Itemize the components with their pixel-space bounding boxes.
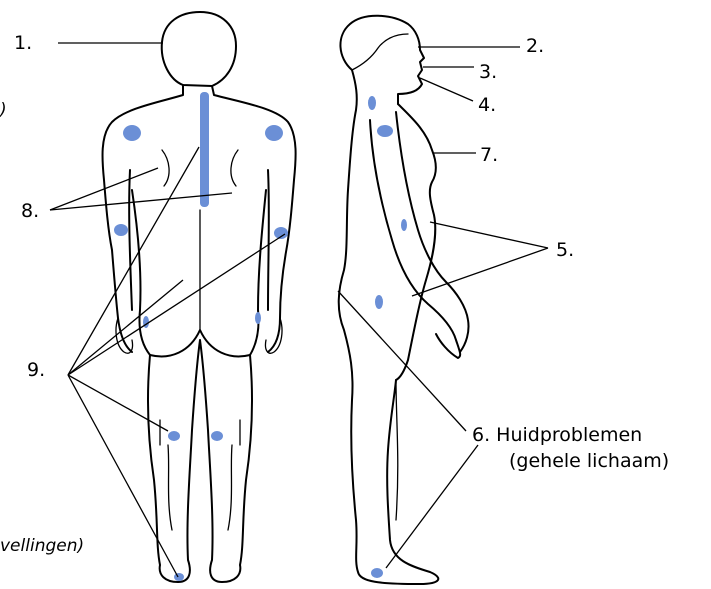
label-2: 2.	[526, 37, 544, 56]
back-legs	[148, 340, 252, 582]
label-6-line2: (gehele lichaam)	[509, 452, 669, 471]
back-shoulder-right-marker	[265, 125, 283, 141]
label-9: 9.	[27, 361, 45, 380]
back-knee-right-marker	[211, 431, 223, 441]
back-head	[162, 12, 236, 86]
cropped-text-bottom: vellingen)	[0, 538, 84, 555]
label-6-line1: 6. Huidproblemen	[472, 426, 642, 445]
back-shoulder-left-marker	[123, 125, 141, 141]
back-elbow-left-marker	[114, 224, 128, 236]
side-elbow-marker	[401, 219, 407, 231]
label-5: 5.	[556, 241, 574, 260]
label-4: 4.	[478, 96, 496, 115]
side-body-outline	[339, 70, 439, 584]
side-view-figure	[339, 16, 469, 584]
back-knee-left-marker	[168, 431, 180, 441]
label-3: 3.	[479, 63, 497, 82]
leader-lines	[50, 43, 548, 577]
side-head	[340, 16, 424, 104]
label-7: 7.	[480, 146, 498, 165]
back-heel-marker	[174, 573, 184, 581]
side-shoulder-marker	[377, 125, 393, 137]
label-8: 8.	[21, 202, 39, 221]
label-1: 1.	[14, 34, 32, 53]
spine-marker	[200, 92, 209, 207]
side-neck-marker	[368, 96, 376, 110]
back-wrist-right-marker	[255, 312, 261, 324]
back-view-figure	[102, 12, 295, 582]
side-foot-marker	[371, 568, 383, 578]
side-hip-marker	[375, 295, 383, 309]
cropped-text-top: )	[0, 102, 7, 119]
